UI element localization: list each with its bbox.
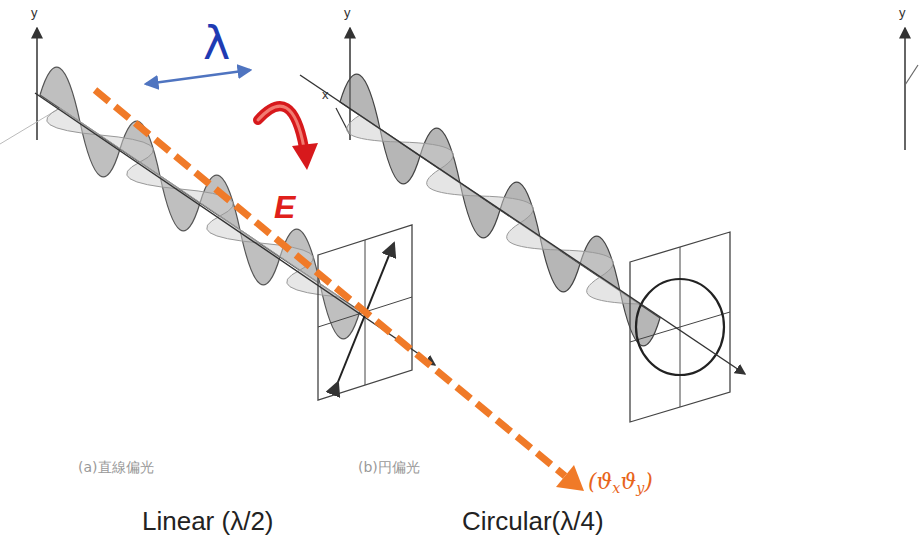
partial-panel-figure — [905, 28, 918, 150]
figure-caption: (b)円偏光 — [358, 460, 420, 475]
field-label: E — [274, 190, 295, 225]
axis-label: y — [31, 6, 38, 20]
wavelength-arrow — [146, 70, 250, 84]
angle-label: (ϑxϑy) — [588, 470, 653, 496]
rotation-arrow — [258, 106, 318, 170]
axis-label: y — [344, 6, 351, 20]
propagation-arrow — [95, 90, 584, 491]
axis-label: x — [322, 88, 329, 102]
polarization-label: Linear (λ/2) — [142, 507, 274, 536]
axis-label: y — [899, 6, 906, 20]
wavelength-symbol: λ — [203, 18, 230, 69]
figure-caption: (a)直線偏光 — [78, 460, 154, 475]
circular-wave-figure — [300, 28, 745, 422]
polarization-label: Circular(λ/4) — [462, 507, 604, 536]
linear-wave-figure — [0, 28, 435, 400]
